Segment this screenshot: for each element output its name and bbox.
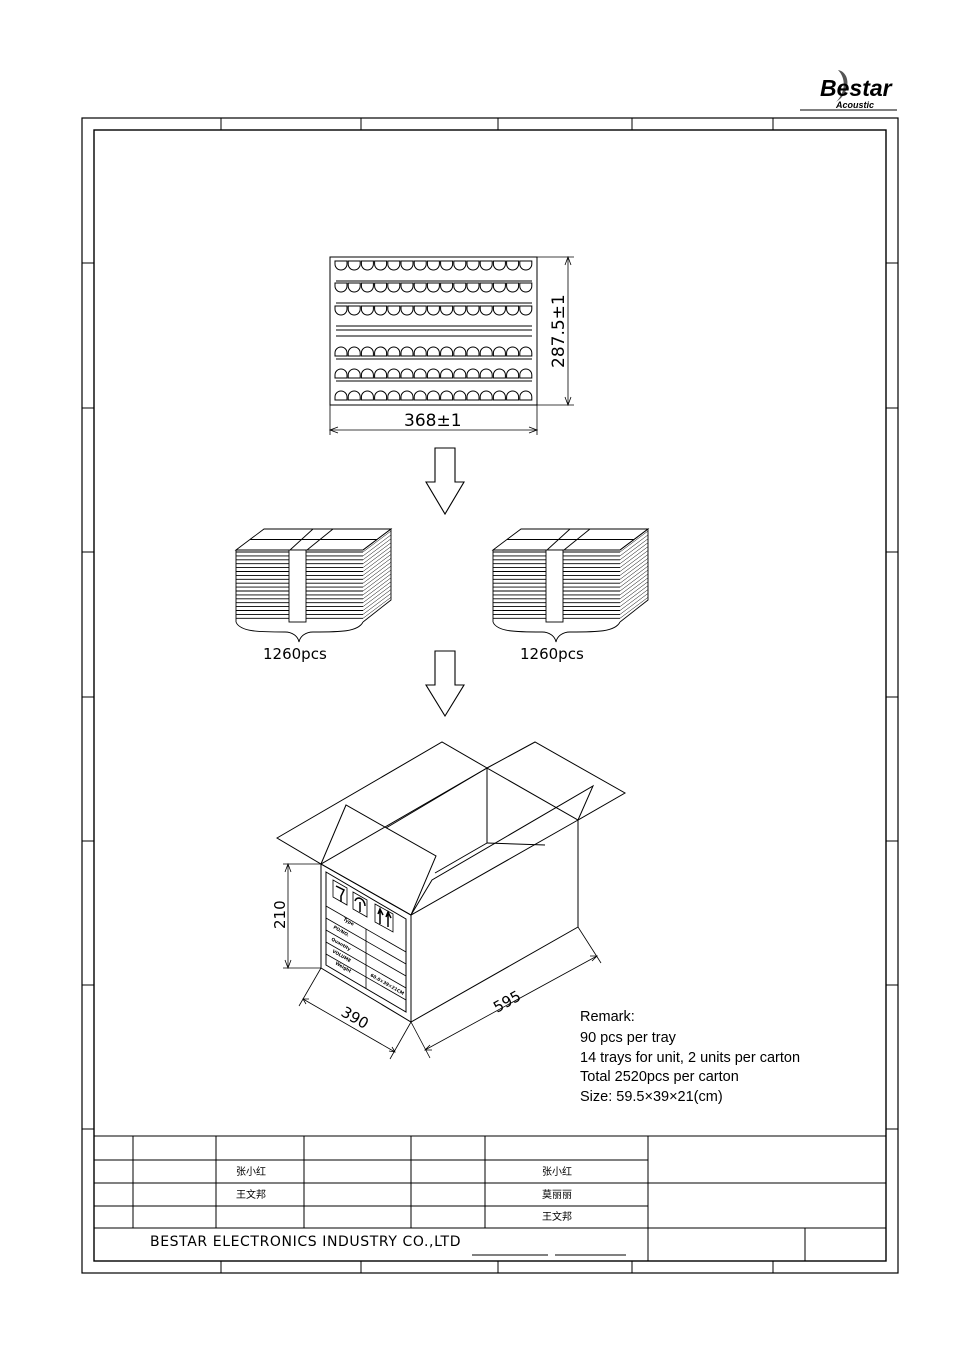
approver-cell-1: 张小红 — [542, 1165, 572, 1178]
carton-drawing — [276, 741, 627, 1060]
title-block — [94, 1135, 886, 1261]
carton-depth-label: 390 — [338, 1003, 372, 1033]
logo-text: Bestar — [820, 75, 893, 101]
tray-width-label: 368±1 — [404, 411, 462, 431]
stack-right-label: 1260pcs — [520, 645, 584, 663]
tray-stack-left — [234, 528, 393, 643]
keep-dry-icon — [352, 891, 368, 918]
tray-drawing: 287.5±1 368±1 — [328, 255, 574, 435]
fragile-icon — [332, 879, 348, 906]
tray-width-dimension — [328, 405, 539, 435]
label-row-type: Type — [342, 917, 355, 928]
author-cell-2: 王文邦 — [236, 1188, 266, 1201]
stack-left-label: 1260pcs — [263, 645, 327, 663]
logo-swoosh-icon — [836, 70, 848, 102]
tray-stack-right — [491, 528, 650, 643]
remark-line-1: 90 pcs per tray — [580, 1030, 677, 1046]
arrow-down-icon — [425, 447, 465, 516]
carton-height-label: 210 — [271, 900, 289, 929]
carton-length-label: 595 — [490, 987, 524, 1017]
logo-subtext: Acoustic — [835, 100, 874, 110]
remark-title: Remark: — [580, 1009, 635, 1025]
arrow-down-icon — [425, 650, 465, 718]
remark-line-3: Total 2520pcs per carton — [580, 1069, 739, 1085]
this-way-up-icon — [374, 903, 394, 933]
tray-height-label: 287.5±1 — [549, 294, 569, 368]
company-name: BESTAR ELECTRONICS INDUSTRY CO.,LTD — [150, 1234, 461, 1250]
carton-dimensions — [283, 862, 602, 1060]
remark-line-4: Size: 59.5×39×21(cm) — [580, 1089, 723, 1105]
approver-cell-3: 王文邦 — [542, 1210, 572, 1223]
remark-block: Remark: 90 pcs per tray 14 trays for uni… — [580, 1009, 800, 1105]
drawing-frame — [81, 117, 899, 1274]
tray-cup-grid — [334, 260, 533, 401]
bestar-logo: Bestar Acoustic — [800, 70, 897, 111]
remark-line-2: 14 trays for unit, 2 units per carton — [580, 1050, 800, 1066]
approver-cell-2: 莫丽丽 — [542, 1189, 572, 1201]
tray-height-dimension — [537, 255, 574, 407]
author-cell-1: 张小红 — [236, 1165, 266, 1178]
